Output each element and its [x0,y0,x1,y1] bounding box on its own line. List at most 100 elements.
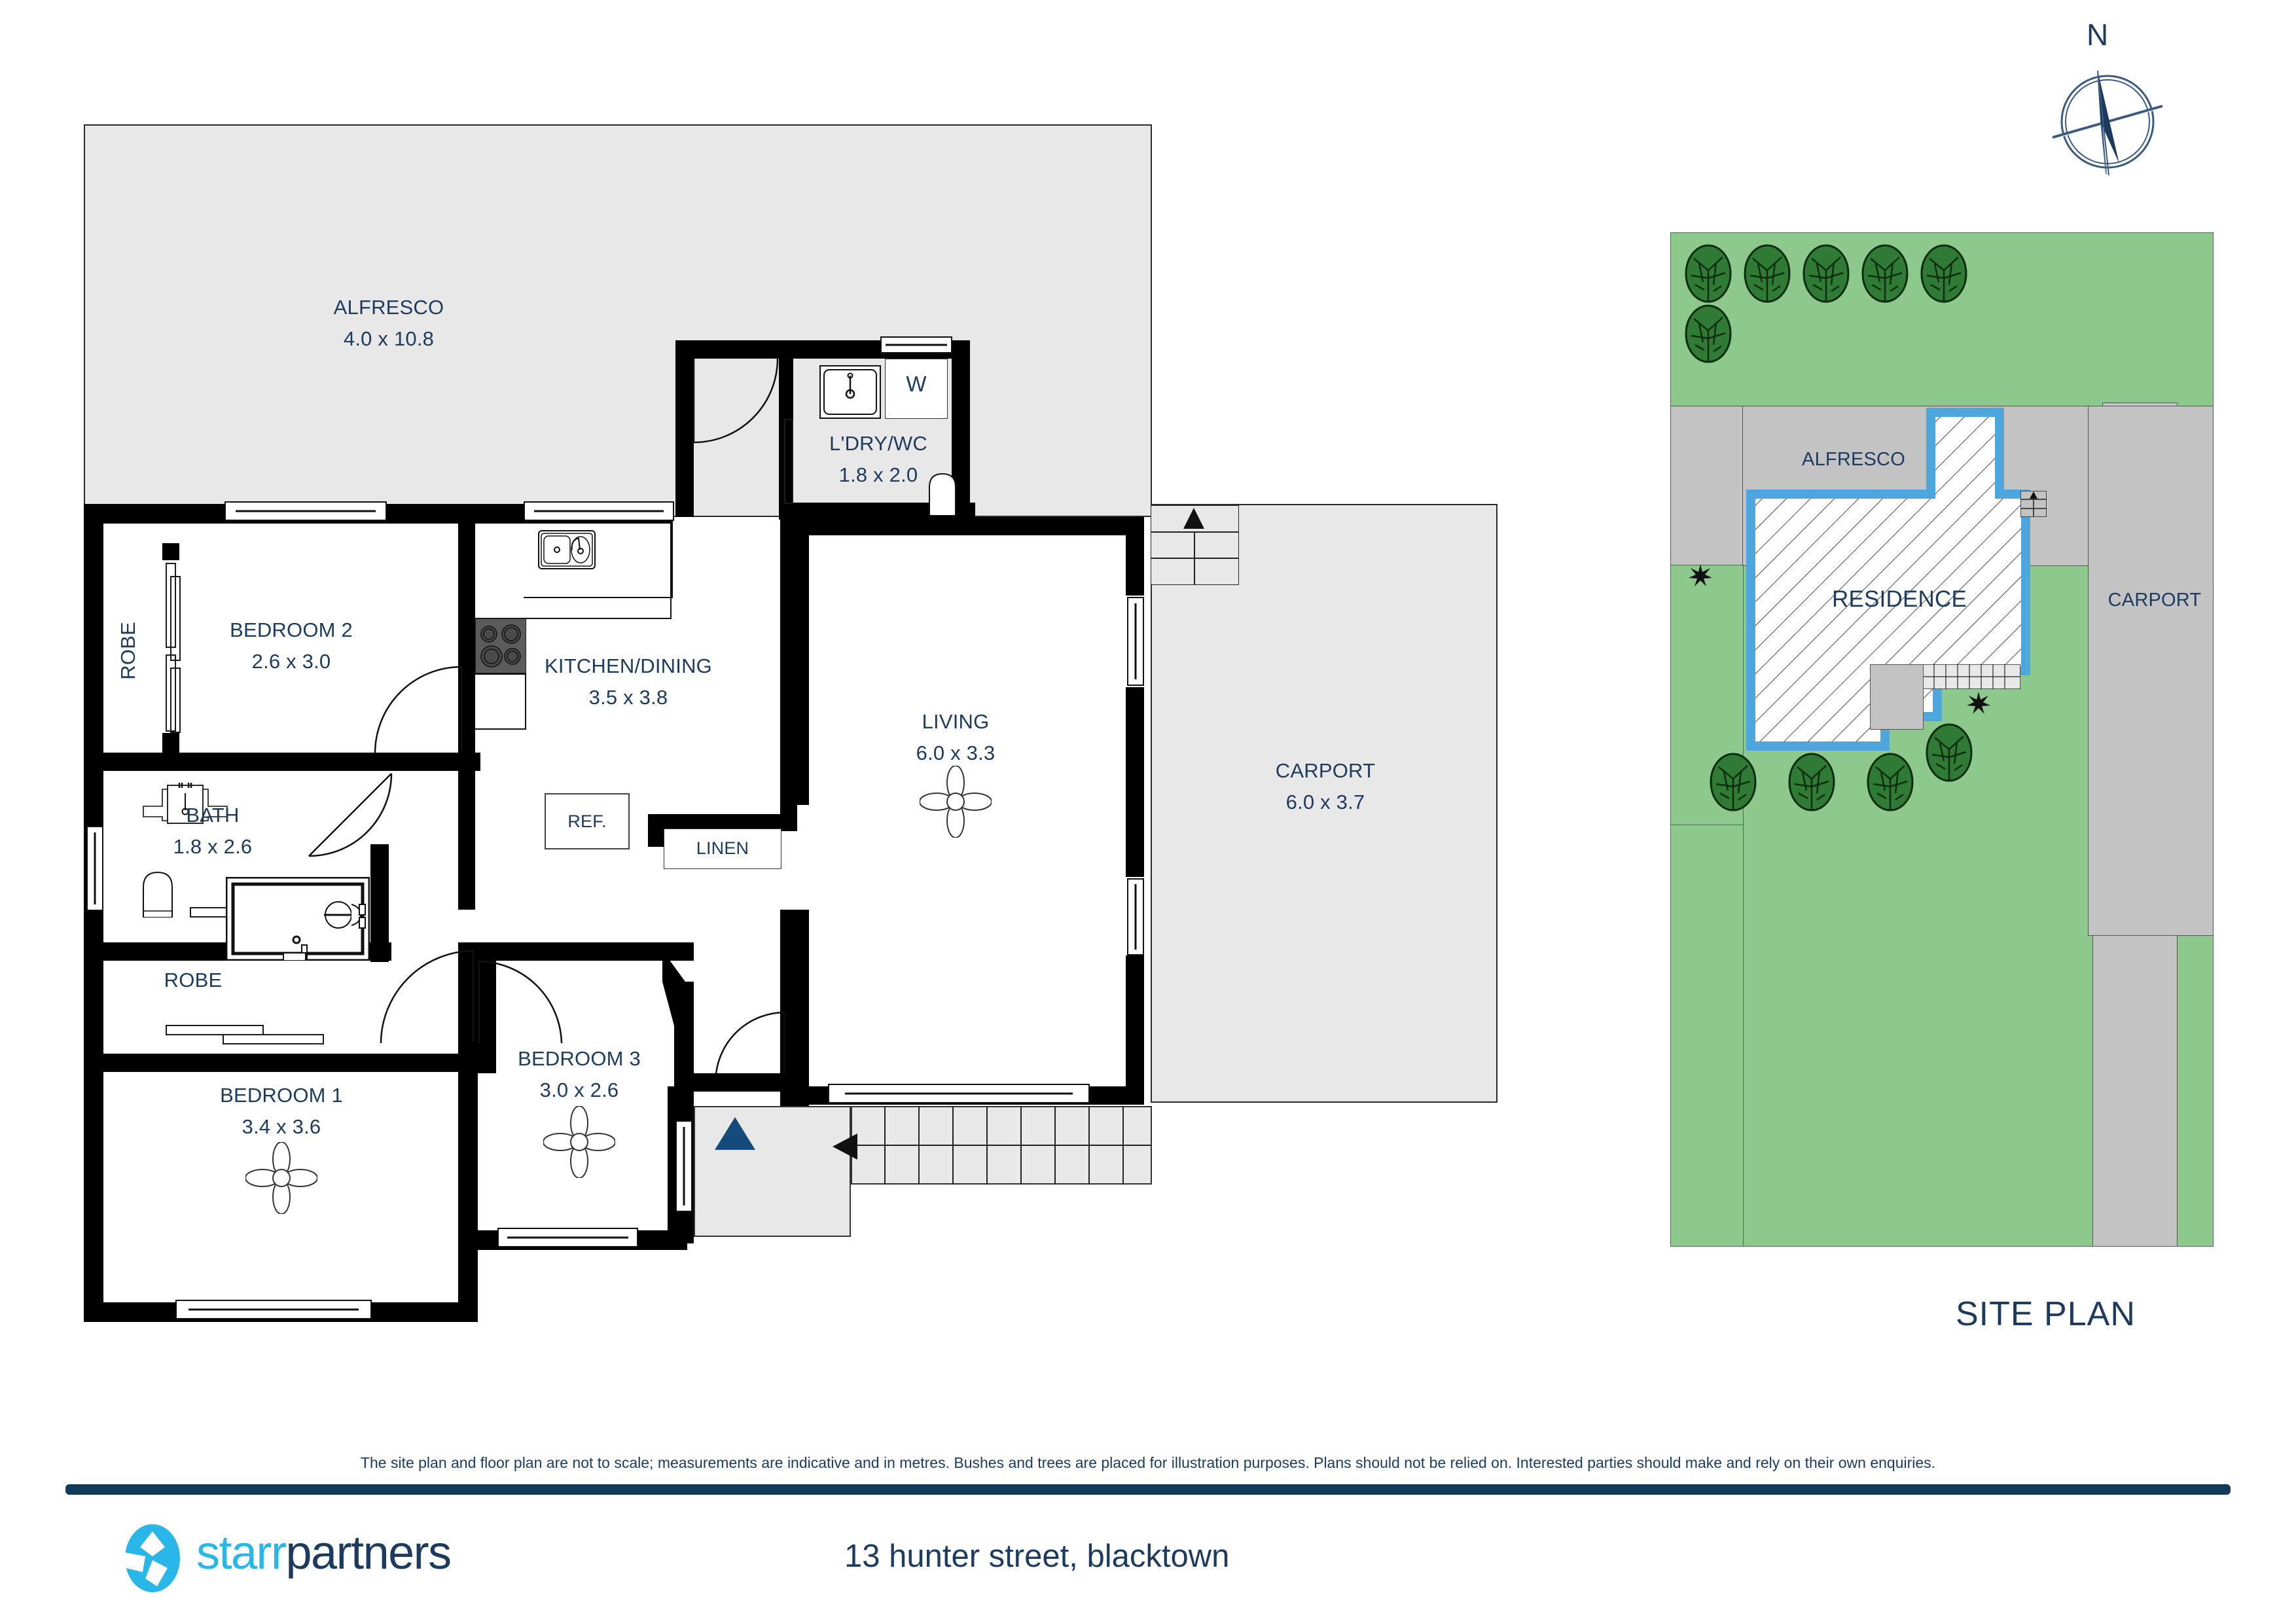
site-carport-steps [2020,490,2047,518]
site-entry-path [1922,664,2021,690]
window-bath-west [86,826,103,911]
linen-label: LINEN [696,838,749,858]
laundry-sliding-door [784,419,793,504]
label-bedroom2-name: BEDROOM 2 [230,618,353,641]
robe-door-bedroom2-d [170,668,181,733]
label-bedroom3-name: BEDROOM 3 [518,1047,641,1070]
wall-laundry-west [675,340,694,517]
wall-living-north [791,517,1144,535]
starr-partners-mark-icon [117,1522,188,1597]
property-address: 13 hunter street, blacktown [844,1539,1230,1574]
linen-box [664,829,781,869]
compass-north-label: N [2087,18,2109,52]
shrub-icon [1966,690,1991,719]
label-kitchen-dim: 3.5 x 3.8 [588,686,668,709]
wall-laundry-mid [779,359,793,517]
tree-icon [1685,244,1732,306]
fridge-label: REF. [567,812,607,831]
door-entry [713,1011,785,1083]
window-kitchen-north [524,501,674,521]
window-laundry-north [880,336,952,353]
label-robe-bedroom1: ROBE [164,969,223,991]
wall-hall-top [389,753,480,771]
footer-divider [65,1484,2231,1495]
door-bedroom3 [478,960,563,1046]
fan-icon-living [919,765,992,841]
label-carport-name: CARPORT [1275,759,1376,782]
label-alfresco-name: ALFRESCO [333,296,444,319]
fridge-box [545,793,630,849]
robe-door-bedroom1-a [166,1025,264,1035]
tree-icon [1685,304,1732,366]
tree-icon [1744,244,1791,306]
brand-word-partners: partners [285,1527,452,1579]
robe-door-bedroom1-b [223,1034,324,1044]
tree-icon [1710,753,1757,815]
laundry-tub-icon [819,365,881,419]
shrub-icon [1688,563,1713,591]
label-living-dim: 6.0 x 3.3 [916,741,996,764]
washer-box [885,359,948,419]
tree-icon [1867,753,1914,815]
tree-icon [1926,723,1973,785]
wall-west [84,504,103,1322]
kitchen-bench-lower [475,673,526,730]
wall-living-east [1126,517,1144,596]
wall-kitchen-east [780,517,797,831]
window-entry-west [675,1120,692,1212]
label-laundry-name: L'DRY/WC [829,432,927,455]
label-robe-bedroom2: ROBE [117,622,139,680]
wall-kitchen-south [648,814,789,830]
robe-door-bedroom2-b [170,576,181,661]
fan-icon-bedroom1 [245,1141,318,1217]
washer-label: W [906,372,927,396]
wall-robe2-b [162,733,179,753]
carport-steps [1150,505,1240,586]
label-kitchen-name: KITCHEN/DINING [545,654,712,677]
wall-robe2-a [162,543,179,560]
site-label-residence: RESIDENCE [1831,586,1967,612]
tree-icon [1920,244,1967,306]
label-bath-dim: 1.8 x 2.6 [173,835,253,858]
carport-slab [1151,504,1498,1103]
wall-robe1-east [478,942,496,1073]
door-bath [308,772,393,857]
bath-vanity-icon [143,780,228,831]
label-alfresco-dim: 4.0 x 10.8 [343,327,435,350]
label-bedroom1-name: BEDROOM 1 [220,1084,343,1107]
site-plan-title: SITE PLAN [1956,1295,2136,1333]
site-plan-drawing: ALFRESCO RESIDENCE CARPORT [1670,232,2214,1247]
entry-direction-arrow-icon [831,1132,859,1164]
door-alfresco-laundry [692,358,779,444]
disclaimer-text: The site plan and floor plan are not to … [360,1454,1936,1471]
site-porch-pad [1870,664,1924,730]
window-bedroom1-south [175,1300,372,1319]
window-bedroom3-south [497,1228,638,1247]
site-residence-footprint [1741,399,2108,766]
tree-icon [1803,244,1850,306]
entry-porch [694,1106,851,1237]
window-living-east-upper [1127,597,1144,686]
tree-icon [1788,753,1835,815]
tree-icon [1861,244,1909,306]
wall-robe1-south [103,1054,496,1072]
kitchen-bench-right [672,521,673,598]
brand-wordmark: starrpartners [196,1526,452,1580]
wall-living-east2 [1126,687,1144,877]
alfresco-slab [84,124,1152,517]
kitchen-bench-upper [524,521,672,598]
kitchen-bench [475,521,672,619]
bath-toilet-icon [141,870,175,918]
window-living-east-lower [1127,878,1144,955]
site-carport-slab-2 [2088,406,2214,936]
label-bedroom1-dim: 3.4 x 3.6 [242,1115,321,1138]
wall-linen [648,814,664,847]
brand-logo: starrpartners [117,1518,738,1597]
site-label-alfresco: ALFRESCO [1802,449,1905,470]
entry-path-pavers [851,1106,1152,1185]
kitchen-sink-icon [538,530,596,569]
label-laundry-dim: 1.8 x 2.0 [838,463,918,486]
site-side-grass-lower [1670,825,1744,1247]
door-bedroom1 [380,950,475,1045]
